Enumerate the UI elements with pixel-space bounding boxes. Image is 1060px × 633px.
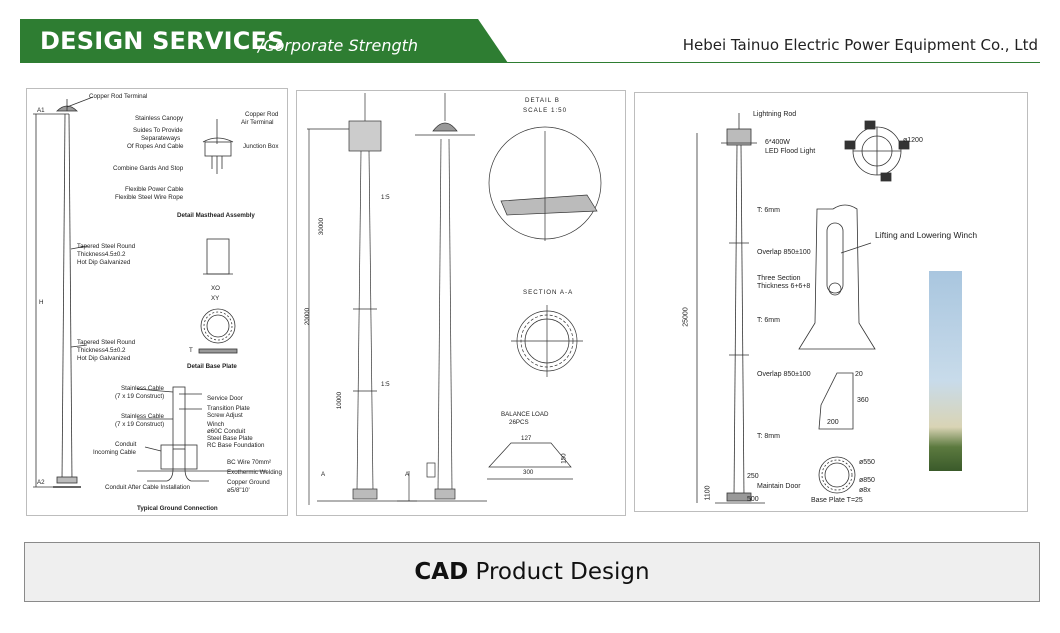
drawing-label: RC Base Foundation <box>207 442 265 449</box>
drawing-label: (7 x 19 Construct) <box>115 393 165 400</box>
drawing-label: BC Wire 70mm² <box>227 459 272 466</box>
page-header: DESIGN SERVICES /Corporate Strength Hebe… <box>20 19 1040 64</box>
drawing-label: ø1200 <box>903 137 923 144</box>
header-green-band <box>20 19 508 63</box>
drawing-label: A <box>405 471 410 478</box>
drawing-label: XO <box>211 285 220 292</box>
drawing-caption: Typical Ground Connection <box>137 505 218 512</box>
pole-drawing-3 <box>696 113 910 504</box>
drawing-label: 20 <box>855 371 863 378</box>
drawing-panel-mast-elevation: DETAIL B SCALE 1:50 SECTION A-A BALANCE … <box>296 90 626 516</box>
drawing-label: H <box>39 299 44 306</box>
drawing-label: DETAIL B <box>525 97 560 104</box>
drawing-label: 1:5 <box>381 194 390 201</box>
drawing-label: 127 <box>521 435 532 442</box>
drawing-label: Copper Rod Terminal <box>89 93 148 100</box>
drawing-label: SECTION A-A <box>523 289 574 296</box>
drawing-label: Screw Adjust <box>207 412 243 419</box>
drawing-caption: Detail Masthead Assembly <box>177 212 255 219</box>
drawing-label: Copper Ground <box>227 479 270 486</box>
page-subtitle: /Corporate Strength <box>258 36 419 55</box>
drawing-label: (7 x 19 Construct) <box>115 421 165 428</box>
drawing-label: Lightning Rod <box>753 111 797 118</box>
drawing-label: ø5/8"10' <box>227 487 250 494</box>
drawing-label: Steel Base Plate <box>207 435 253 442</box>
drawing-label: Air Terminal <box>241 119 274 126</box>
drawing-label: ø850 <box>859 477 875 484</box>
drawing-label: Copper Rod <box>245 111 279 118</box>
drawing-label: Thickness 6+6+8 <box>757 283 811 290</box>
drawing-label: Exothermic Welding <box>227 469 282 476</box>
caption-bold: CAD <box>414 559 469 585</box>
drawing-label: Maintain Door <box>757 483 801 490</box>
drawing-label: Conduit After Cable Installation <box>105 484 190 491</box>
drawing-label: Conduit <box>115 441 137 448</box>
drawing-label: Incoming Cable <box>93 449 136 456</box>
drawing-label: SCALE 1:50 <box>523 107 568 114</box>
drawing-label: 30000 <box>318 217 326 236</box>
drawing-label: Winch <box>207 421 225 428</box>
drawing-label: A1 <box>37 107 45 114</box>
drawing-label: Thickness4.5±0.2 <box>77 347 126 354</box>
high-mast-photo <box>929 271 962 471</box>
drawing-panel-ground-connection: Copper Rod Terminal A1 Stainless Canopy … <box>26 88 288 516</box>
drawing-label: 20000 <box>304 307 312 326</box>
drawing-label: 150 <box>560 453 568 464</box>
drawing-label: Transition Plate <box>207 405 250 412</box>
drawing-label: 500 <box>747 496 759 503</box>
drawing-label: Suides To Provide <box>133 127 183 134</box>
drawing-label: XY <box>211 295 220 302</box>
drawing-label: 300 <box>523 469 534 476</box>
drawing-label: Flexible Power Cable <box>125 186 184 193</box>
drawing-label: Hot Dip Galvanized <box>77 259 131 266</box>
pole-drawing-1 <box>33 96 267 488</box>
drawing-label: ø8x <box>859 487 871 494</box>
company-name: Hebei Tainuo Electric Power Equipment Co… <box>682 36 1038 54</box>
drawing-label: 200 <box>827 419 839 426</box>
drawing-label: T: 6mm <box>757 207 780 214</box>
drawing-label: T: 6mm <box>757 317 780 324</box>
drawing-label: Junction Box <box>243 143 279 150</box>
drawing-label: Overlap 850±100 <box>757 371 811 378</box>
drawing-label: Tapered Steel Round <box>77 339 136 346</box>
section-caption: CAD Product Design <box>24 542 1040 602</box>
drawing-label: A <box>321 471 326 478</box>
drawing-label: Hot Dip Galvanized <box>77 355 131 362</box>
drawing-label: LED Flood Light <box>765 148 816 155</box>
drawing-label: T <box>189 347 193 354</box>
drawing-label: 250 <box>747 473 759 480</box>
drawing-label: Overlap 850±100 <box>757 249 811 256</box>
drawing-label: 26PCS <box>509 419 529 426</box>
drawing-label: Of Ropes And Cable <box>127 143 184 150</box>
drawing-label: Stainless Cable <box>121 385 164 392</box>
drawing-label: Lifting and Lowering Winch <box>875 230 978 240</box>
drawing-label: ø60C Conduit <box>207 428 246 435</box>
drawing-label: 1:5 <box>381 381 390 388</box>
drawing-label: ø550 <box>859 459 875 466</box>
drawing-label: Combine Gards And Stop <box>113 165 184 172</box>
drawing-label: 360 <box>857 397 869 404</box>
drawing-label: Base Plate T=25 <box>811 497 863 504</box>
drawing-label: Service Door <box>207 395 243 402</box>
page-title: DESIGN SERVICES <box>40 27 285 55</box>
drawing-label: A2 <box>37 479 45 486</box>
drawing-label: Flexible Steel Wire Rope <box>115 194 184 201</box>
drawing-label: Stainless Canopy <box>135 115 184 122</box>
drawing-label: 25000 <box>682 307 690 327</box>
drawing-label: Stainless Cable <box>121 413 164 420</box>
drawing-label: T: 8mm <box>757 433 780 440</box>
header-divider-line <box>500 62 1040 63</box>
drawing-label: Three Section <box>757 275 801 282</box>
drawing-label: 10000 <box>336 391 344 410</box>
pole-drawing-2 <box>307 93 602 505</box>
drawing-panel-high-mast: Lightning Rod 6*400W LED Flood Light T: … <box>634 92 1028 512</box>
drawing-label: Tapered Steel Round <box>77 243 136 250</box>
drawing-label: BALANCE LOAD <box>501 411 549 418</box>
caption-rest: Product Design <box>468 559 650 585</box>
drawing-label: Thickness4.5±0.2 <box>77 251 126 258</box>
drawing-label: 6*400W <box>765 139 790 146</box>
drawing-label: 1100 <box>704 485 712 501</box>
drawing-label: Separateways <box>141 135 181 142</box>
drawing-caption: Detail Base Plate <box>187 363 237 370</box>
